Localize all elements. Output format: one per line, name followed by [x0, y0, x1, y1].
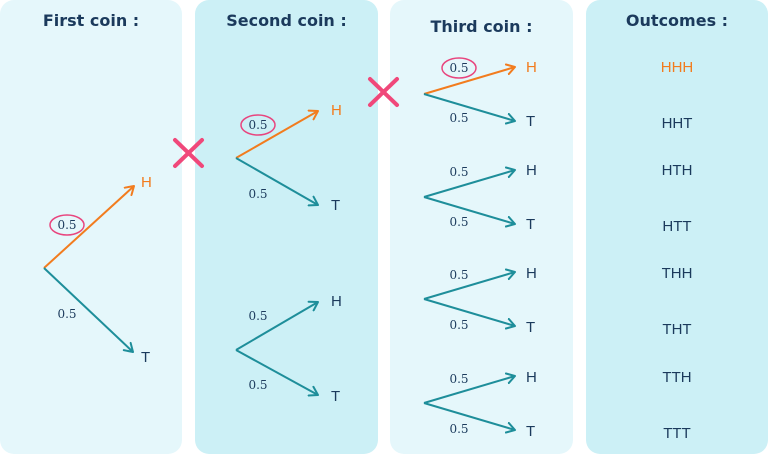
branch-arrow-t	[43, 267, 134, 353]
panel-outcomes: Outcomes :	[586, 0, 768, 454]
node-label-h: H	[526, 265, 537, 282]
probability-label: 0.5	[248, 309, 267, 323]
probability-label: 0.5	[449, 165, 468, 179]
node-label-t: T	[331, 197, 340, 214]
probability-label: 0.5	[57, 218, 76, 232]
outcome-item: HTH	[662, 162, 693, 179]
branch-arrow-h	[43, 185, 135, 269]
branch-arrow-t	[423, 298, 516, 330]
node-label-t: T	[526, 113, 535, 130]
node-label-t: T	[526, 319, 535, 336]
panel-title-outcomes: Outcomes :	[625, 11, 729, 30]
probability-label: 0.5	[449, 372, 468, 386]
branch-arrow-h	[423, 63, 516, 95]
multiply-icon-2	[368, 77, 399, 107]
multiply-icon-1	[173, 138, 204, 168]
node-label-h: H	[331, 102, 342, 119]
node-label-h: H	[526, 59, 537, 76]
branch-arrow-h	[423, 372, 516, 404]
branch-arrow-t	[235, 157, 319, 207]
outcome-item: THH	[662, 265, 693, 282]
outcome-item: THT	[662, 321, 691, 338]
branch-arrow-h	[423, 268, 516, 300]
outcomes-list: HHH HHT HTH HTT THH THT TTH TTT	[661, 59, 694, 442]
branch-arrow-h	[235, 300, 319, 351]
branch-arrow-t	[423, 402, 516, 434]
node-label-t: T	[526, 423, 535, 440]
panel-third-coin: Third coin :	[390, 0, 573, 454]
node-label-t: T	[331, 388, 340, 405]
probability-label: 0.5	[248, 378, 267, 392]
highlight-circle	[441, 57, 477, 79]
branch-arrow-h	[235, 109, 319, 159]
node-label-t: T	[526, 216, 535, 233]
outcome-item: TTH	[662, 369, 691, 386]
probability-label: 0.5	[449, 422, 468, 436]
node-label-h: H	[141, 174, 152, 191]
probability-label: 0.5	[449, 318, 468, 332]
outcome-item: HHT	[662, 115, 693, 132]
node-label-h: H	[331, 293, 342, 310]
panel-title-second-coin: Second coin :	[226, 11, 347, 30]
outcome-item: HTT	[662, 218, 691, 235]
probability-label: 0.5	[248, 187, 267, 201]
probability-label: 0.5	[449, 215, 468, 229]
second-coin-branches: 0.5 0.5 H T 0.5 0.5 H T	[235, 102, 342, 405]
highlight-circle	[49, 214, 85, 236]
panel-title-first-coin: First coin :	[42, 11, 140, 30]
branch-arrow-t	[235, 349, 319, 397]
node-label-t: T	[141, 349, 150, 366]
probability-label: 0.5	[57, 307, 76, 321]
probability-label: 0.5	[449, 61, 468, 75]
node-label-h: H	[526, 162, 537, 179]
probability-label: 0.5	[449, 111, 468, 125]
node-label-h: H	[526, 369, 537, 386]
third-coin-branches: 0.5 0.5 H T 0.5 0.5 H T 0.5 0.5 H T 0.5 …	[423, 57, 537, 440]
branch-arrow-t	[423, 93, 516, 125]
panel-title-third-coin: Third coin :	[430, 17, 533, 36]
outcome-item: TTT	[663, 425, 691, 442]
probability-label: 0.5	[248, 118, 267, 132]
branch-arrow-t	[423, 196, 516, 228]
panel-first-coin: First coin :	[0, 0, 182, 454]
highlight-circle	[240, 114, 276, 136]
branch-arrow-h	[423, 166, 516, 198]
first-coin-branches: 0.5 0.5 H T	[43, 174, 152, 366]
outcome-item: HHH	[661, 59, 694, 76]
probability-label: 0.5	[449, 268, 468, 282]
